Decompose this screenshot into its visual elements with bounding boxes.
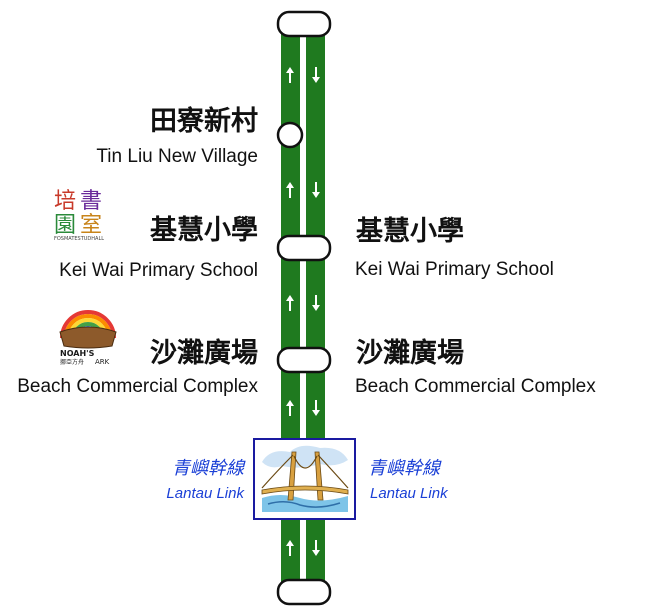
- direction-arrows: [286, 67, 320, 556]
- link-label-en-left: Lantau Link: [166, 485, 244, 502]
- down-arrow-icon: [312, 295, 320, 311]
- svg-text:ARK: ARK: [95, 358, 110, 366]
- stop-label-zh-beach-left: 沙灘廣場: [150, 338, 258, 369]
- svg-text:挪亞方舟: 挪亞方舟: [60, 358, 84, 366]
- up-arrow-icon: [286, 400, 294, 416]
- link-label-zh-right: 青嶼幹線: [368, 458, 440, 479]
- stop-label-en-beach-left: Beach Commercial Complex: [17, 376, 258, 397]
- stop-marker-tin-liu[interactable]: [276, 121, 304, 149]
- stop-label-en-beach-right: Beach Commercial Complex: [355, 376, 596, 397]
- svg-text:FOSMATESTUDHALL: FOSMATESTUDHALL: [54, 236, 104, 242]
- up-arrow-icon: [286, 540, 294, 556]
- stop-marker-beach[interactable]: [276, 346, 332, 374]
- stop-label-zh-kei-wai-left: 基慧小學: [150, 215, 258, 246]
- up-arrow-icon: [286, 182, 294, 198]
- up-arrow-icon: [286, 295, 294, 311]
- stop-marker-top-terminal[interactable]: [276, 10, 332, 38]
- stop-label-en-kei-wai-right: Kei Wai Primary School: [355, 259, 554, 280]
- svg-text:書: 書: [80, 189, 102, 214]
- noahs-ark-logo: NOAH'S 挪亞方舟 ARK: [59, 310, 117, 366]
- stop-marker-bottom-terminal[interactable]: [276, 578, 332, 606]
- down-arrow-icon: [312, 67, 320, 83]
- svg-text:室: 室: [80, 213, 102, 238]
- link-label-en-right: Lantau Link: [370, 485, 448, 502]
- lantau-link-box: [253, 438, 356, 520]
- up-arrow-icon: [286, 67, 294, 83]
- down-arrow-icon: [312, 400, 320, 416]
- down-arrow-icon: [312, 182, 320, 198]
- svg-text:培: 培: [54, 189, 76, 214]
- stop-label-en-kei-wai-left: Kei Wai Primary School: [59, 260, 258, 281]
- down-arrow-icon: [312, 540, 320, 556]
- bridge-icon: [261, 445, 349, 512]
- stop-marker-kei-wai[interactable]: [276, 234, 332, 262]
- stop-label-zh-kei-wai-right: 基慧小學: [356, 216, 464, 247]
- stop-label-zh-tin-liu: 田寮新村: [150, 106, 258, 137]
- stop-label-zh-beach-right: 沙灘廣場: [356, 338, 464, 369]
- svg-text:NOAH'S: NOAH'S: [60, 349, 95, 358]
- stop-label-en-tin-liu: Tin Liu New Village: [96, 146, 258, 167]
- school-logo: 培 書 園 室 FOSMATESTUDHALL: [54, 189, 104, 242]
- link-label-zh-left: 青嶼幹線: [172, 458, 244, 479]
- svg-text:園: 園: [54, 213, 76, 238]
